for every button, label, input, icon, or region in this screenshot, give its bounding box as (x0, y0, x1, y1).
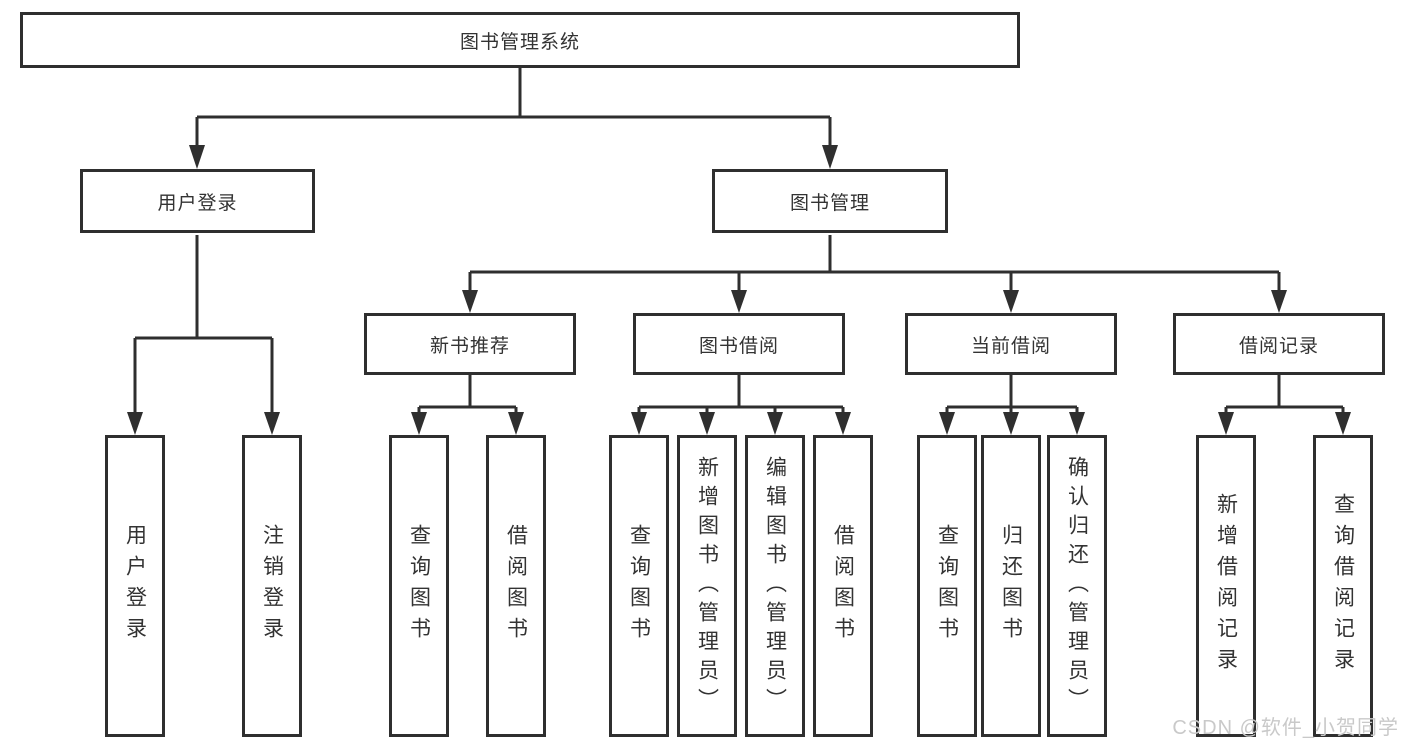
leaf-label: 用户登录 (123, 524, 147, 648)
leaf-label: 借阅图书 (504, 524, 528, 648)
node-borrowing-records: 借阅记录 (1173, 313, 1385, 375)
leaf-query-borrow-record: 查询借阅记录 (1313, 435, 1373, 737)
node-current-borrowing: 当前借阅 (905, 313, 1117, 375)
node-label: 借阅记录 (1238, 335, 1319, 357)
leaf-borrow-books: 借阅图书 (813, 435, 873, 737)
leaf-label: 查询图书 (935, 524, 959, 648)
leaf-query-books-borrowing: 查询图书 (609, 435, 669, 737)
node-label: 图书管理系统 (459, 31, 580, 53)
leaf-confirm-return-admin: 确认归还（管理员） (1047, 435, 1107, 737)
node-label: 当前借阅 (970, 335, 1051, 357)
node-label: 图书借阅 (698, 335, 779, 357)
leaf-label: 归还图书 (999, 524, 1023, 648)
leaf-label: 新增借阅记录 (1214, 493, 1238, 679)
node-label: 新书推荐 (429, 335, 510, 357)
leaf-query-books-recommend: 查询图书 (389, 435, 449, 737)
node-library-management-system: 图书管理系统 (20, 12, 1020, 68)
leaf-label: 查询借阅记录 (1331, 493, 1355, 679)
node-book-management: 图书管理 (712, 169, 948, 233)
node-label: 图书管理 (789, 192, 870, 214)
leaf-user-login: 用户登录 (105, 435, 165, 737)
leaf-borrow-books-recommend: 借阅图书 (486, 435, 546, 737)
leaf-add-books-admin: 新增图书（管理员） (677, 435, 737, 737)
leaf-edit-books-admin: 编辑图书（管理员） (745, 435, 805, 737)
leaf-label: 借阅图书 (831, 524, 855, 648)
leaf-logout: 注销登录 (242, 435, 302, 737)
leaf-label: 新增图书（管理员） (695, 455, 719, 717)
node-new-book-recommendation: 新书推荐 (364, 313, 576, 375)
leaf-query-books-current: 查询图书 (917, 435, 977, 737)
node-user-login: 用户登录 (80, 169, 315, 233)
node-book-borrowing: 图书借阅 (633, 313, 845, 375)
node-label: 用户登录 (157, 192, 238, 214)
leaf-return-books: 归还图书 (981, 435, 1041, 737)
leaf-label: 编辑图书（管理员） (763, 455, 787, 717)
leaf-add-borrow-record: 新增借阅记录 (1196, 435, 1256, 737)
arrowheads (127, 145, 1351, 435)
leaf-label: 注销登录 (260, 524, 284, 648)
leaf-label: 查询图书 (407, 524, 431, 648)
csdn-watermark: CSDN @软件_小贺同学 (1172, 717, 1399, 739)
leaf-label: 确认归还（管理员） (1065, 455, 1089, 717)
leaf-label: 查询图书 (627, 524, 651, 648)
